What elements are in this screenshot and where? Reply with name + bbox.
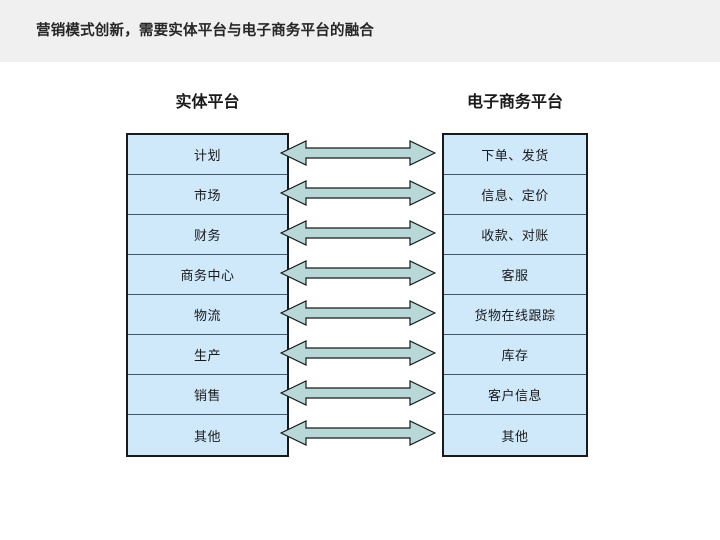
- connector-slot: [280, 253, 436, 293]
- connector-slot: [280, 133, 436, 173]
- cell-label: 商务中心: [180, 268, 235, 283]
- cell-label: 其他: [501, 428, 529, 444]
- slide-header-band: 营销模式创新，需要实体平台与电子商务平台的融合: [0, 0, 720, 62]
- table-row[interactable]: 生产: [128, 335, 287, 375]
- table-physical-platform: 计划 市场 财务 商务中心 物流 生产 销售 其他: [126, 133, 289, 457]
- table-row[interactable]: 客服: [444, 255, 586, 295]
- cell-label: 收款、对账: [481, 228, 549, 243]
- diagram-canvas: 实体平台 电子商务平台 计划 市场 财务 商务中心 物流 生产 销售 其他: [0, 62, 720, 540]
- table-row[interactable]: 信息、定价: [444, 175, 586, 215]
- cell-label: 计划: [193, 148, 221, 163]
- connector-slot: [280, 213, 436, 253]
- double-headed-arrow-icon: [280, 260, 436, 286]
- cell-label: 市场: [193, 188, 221, 203]
- double-headed-arrow-icon: [280, 380, 436, 406]
- table-row[interactable]: 其他: [444, 415, 586, 455]
- column-heading-physical-platform: 实体平台: [175, 94, 240, 111]
- table-row[interactable]: 物流: [128, 295, 287, 335]
- table-ecommerce-platform: 下单、发货 信息、定价 收款、对账 客服 货物在线跟踪 库存 客户信息 其他: [442, 133, 588, 457]
- cell-label: 财务: [193, 228, 221, 243]
- connector-slot: [280, 173, 436, 213]
- double-headed-arrow-icon: [280, 180, 436, 206]
- connector-slot: [280, 373, 436, 413]
- double-headed-arrow-icon: [280, 220, 436, 246]
- double-headed-arrow-icon: [280, 140, 436, 166]
- table-row[interactable]: 下单、发货: [444, 135, 586, 175]
- table-row[interactable]: 货物在线跟踪: [444, 295, 586, 335]
- column-heading-ecommerce-platform: 电子商务平台: [466, 94, 563, 111]
- cell-label: 库存: [501, 348, 529, 363]
- table-row[interactable]: 计划: [128, 135, 287, 175]
- double-headed-arrow-icon: [280, 420, 436, 446]
- cell-label: 信息、定价: [481, 188, 549, 203]
- double-headed-arrow-icon: [280, 300, 436, 326]
- double-headed-arrow-icon: [280, 340, 436, 366]
- cell-label: 客户信息: [487, 388, 542, 403]
- connector-column: [280, 133, 436, 454]
- table-row[interactable]: 收款、对账: [444, 215, 586, 255]
- connector-slot: [280, 413, 436, 453]
- cell-label: 其他: [193, 428, 221, 444]
- connector-slot: [280, 333, 436, 373]
- table-row[interactable]: 市场: [128, 175, 287, 215]
- connector-slot: [280, 293, 436, 333]
- page-title: 营销模式创新，需要实体平台与电子商务平台的融合: [36, 23, 375, 39]
- table-row[interactable]: 客户信息: [444, 375, 586, 415]
- cell-label: 下单、发货: [481, 148, 549, 163]
- cell-label: 销售: [193, 388, 221, 403]
- cell-label: 物流: [193, 308, 221, 323]
- table-row[interactable]: 商务中心: [128, 255, 287, 295]
- table-row[interactable]: 财务: [128, 215, 287, 255]
- table-row[interactable]: 销售: [128, 375, 287, 415]
- table-row[interactable]: 其他: [128, 415, 287, 455]
- cell-label: 生产: [193, 348, 221, 363]
- cell-label: 客服: [501, 268, 529, 283]
- cell-label: 货物在线跟踪: [474, 308, 556, 323]
- table-row[interactable]: 库存: [444, 335, 586, 375]
